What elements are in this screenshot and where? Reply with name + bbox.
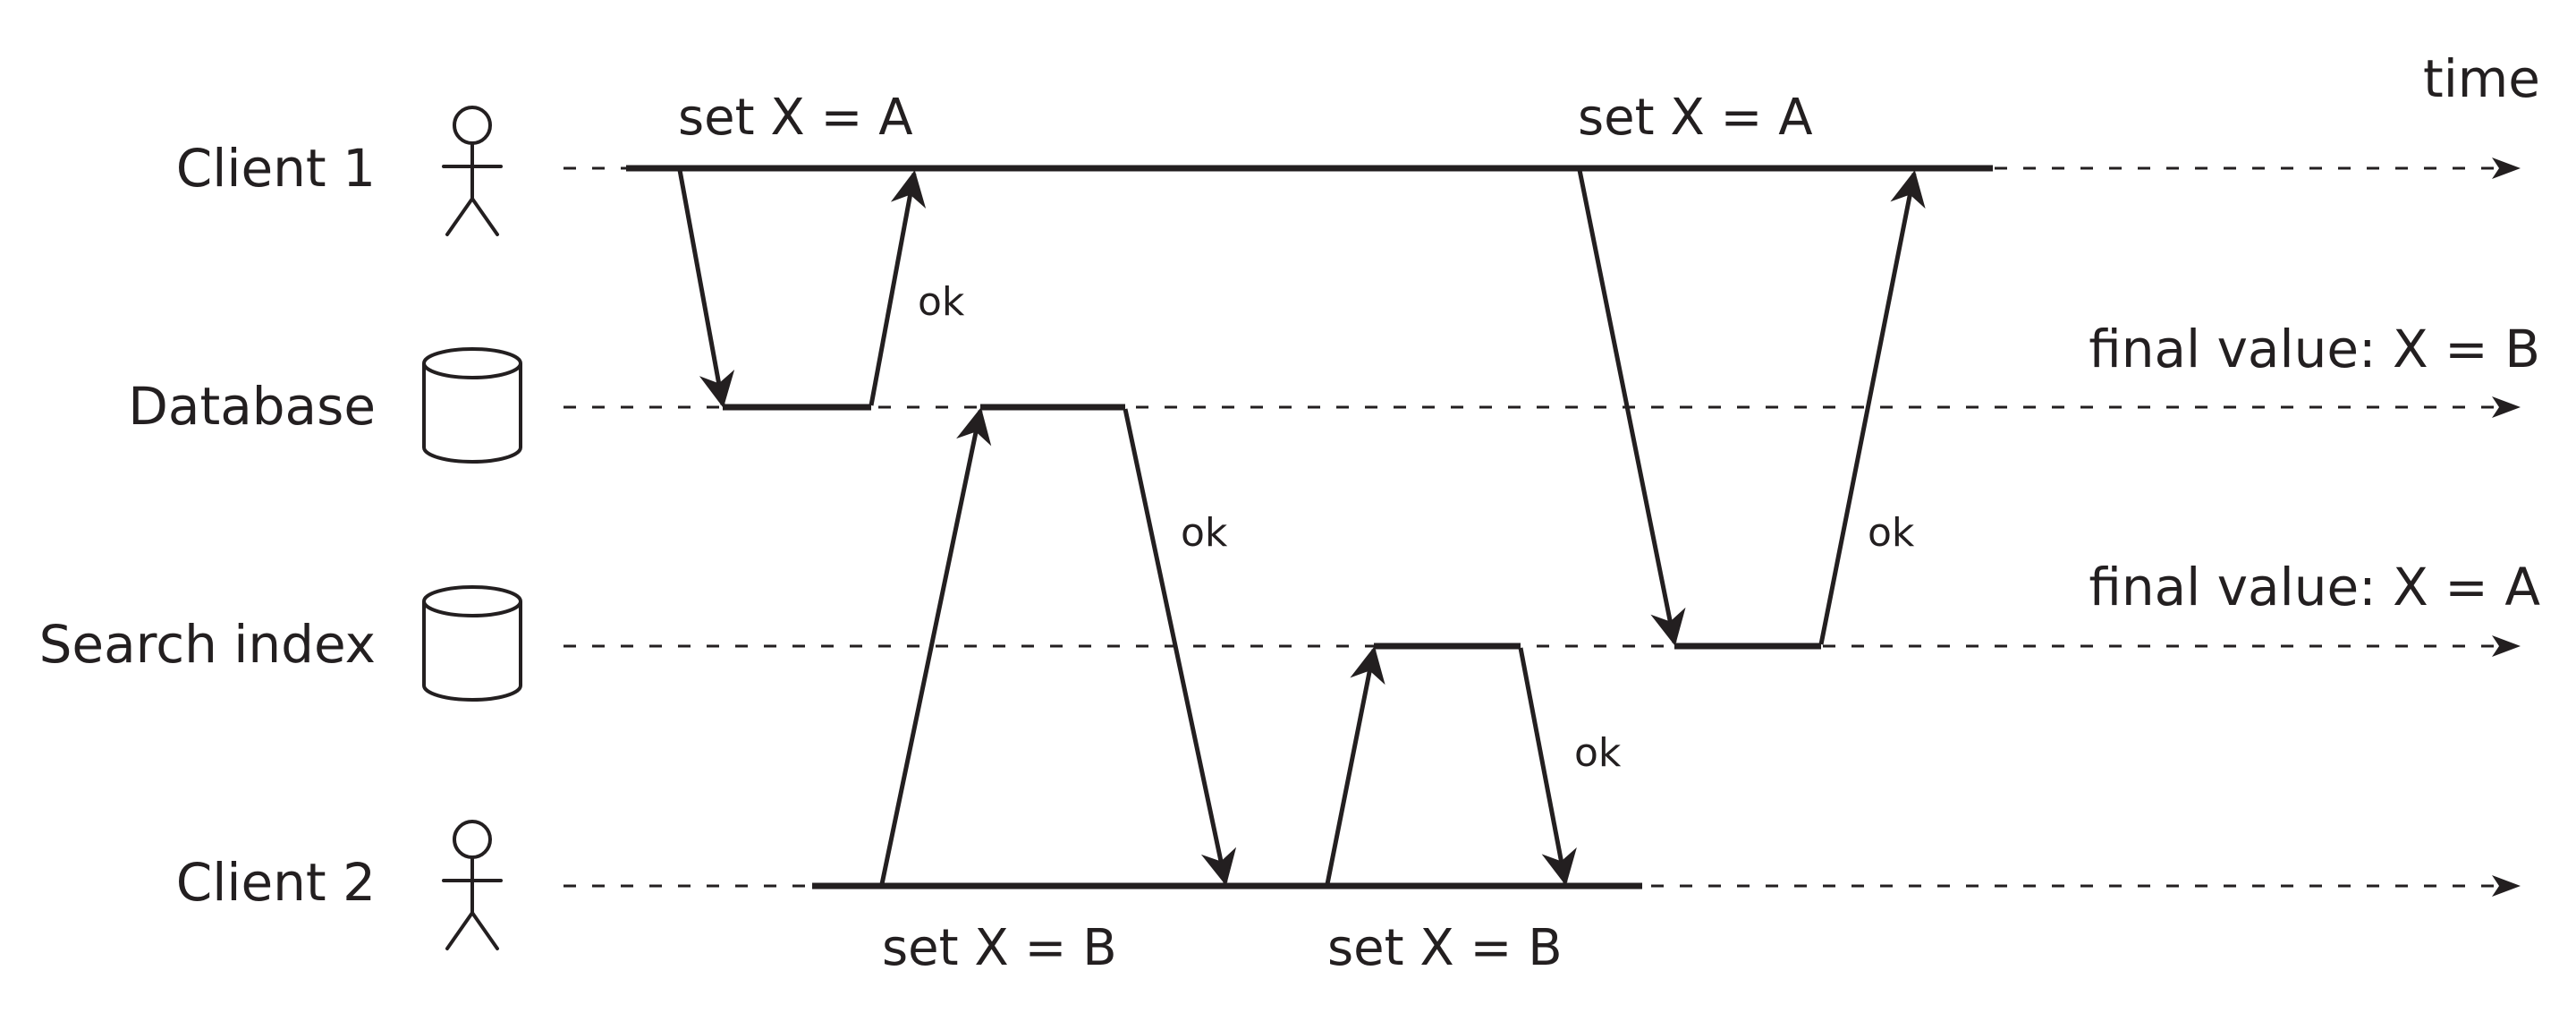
operation-label-client-2-second: set X = B: [1327, 919, 1563, 977]
arrow-client-1-to-search-index-set-a: [1577, 169, 1686, 646]
ok-label-database-to-client-1: ok: [918, 279, 965, 325]
arrow-search-index-to-client-2-ok: [1518, 647, 1577, 886]
lane-label-search-index: Search index: [39, 614, 376, 675]
arrow-client-1-to-database-set-a: [677, 169, 735, 408]
client-2-time-arrow-icon: [2492, 875, 2521, 897]
operation-label-client-1-second: set X = A: [1578, 89, 1813, 147]
operation-label-client-2-first: set X = B: [882, 919, 1117, 977]
final-value-database: final value: X = B: [2089, 319, 2540, 379]
arrow-client-2-to-search-index-set-b: [1325, 646, 1385, 885]
lane-label-client-1: Client 1: [176, 138, 376, 199]
lane-label-database: Database: [128, 376, 376, 437]
ok-label-database-to-client-2: ok: [1181, 510, 1228, 556]
client-1-person-icon: [442, 106, 503, 236]
client-1-time-arrow-icon: [2492, 157, 2521, 179]
search-index-time-arrow-icon: [2492, 635, 2521, 657]
ok-label-search-index-to-client-2: ok: [1574, 730, 1622, 776]
operation-label-client-1-first: set X = A: [678, 89, 913, 147]
final-value-search-index: final value: X = A: [2089, 557, 2540, 617]
ok-label-search-index-to-client-1: ok: [1868, 510, 1915, 556]
time-label: time: [2423, 48, 2540, 109]
arrow-client-2-to-database-set-b: [879, 407, 992, 885]
arrow-database-to-client-2-ok: [1123, 408, 1237, 886]
lane-label-client-2: Client 2: [176, 852, 376, 913]
client-2-person-icon: [442, 820, 503, 950]
database-time-arrow-icon: [2492, 396, 2521, 418]
arrow-search-index-to-client-1-ok: [1818, 170, 1926, 645]
database-cylinder-icon: [422, 347, 522, 464]
arrow-database-to-client-1-ok: [869, 170, 927, 406]
search-index-cylinder-icon: [422, 585, 522, 702]
